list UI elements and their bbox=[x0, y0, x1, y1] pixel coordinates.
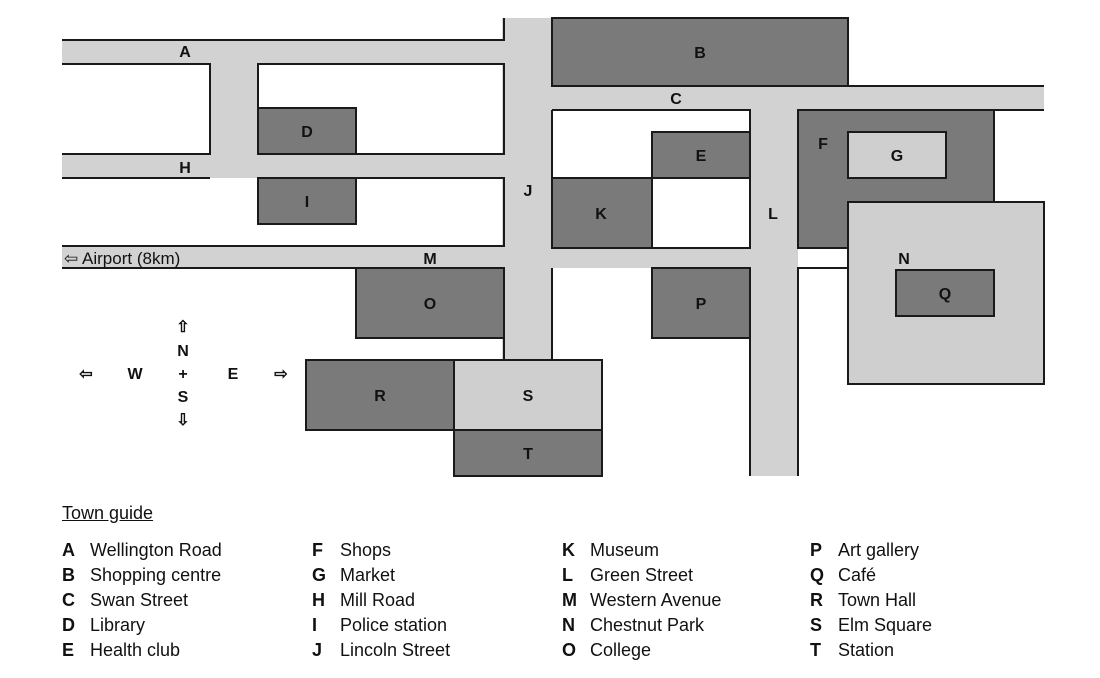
compass: ⇧ N + S ⇩ ⇦ W E ⇨ bbox=[78, 319, 288, 429]
place-i-police-station bbox=[257, 177, 357, 225]
place-label-i: I bbox=[305, 194, 309, 211]
road-label-j: J bbox=[524, 183, 533, 200]
road-label-c: C bbox=[670, 91, 682, 108]
place-r-town-hall bbox=[305, 359, 455, 431]
road-l-green bbox=[750, 110, 798, 476]
place-d-library bbox=[257, 107, 357, 155]
road-c-swan bbox=[552, 86, 1044, 110]
place-label-g: G bbox=[891, 148, 903, 165]
places bbox=[257, 17, 1045, 477]
compass-east: E bbox=[228, 366, 239, 383]
road-label-h: H bbox=[179, 160, 191, 177]
place-label-q: Q bbox=[939, 286, 951, 303]
road-label-m: M bbox=[423, 251, 436, 268]
place-label-t: T bbox=[523, 446, 533, 463]
road-m-western bbox=[62, 246, 504, 268]
place-label-e: E bbox=[696, 148, 707, 165]
south-arrow-icon: ⇩ bbox=[176, 412, 189, 429]
compass-south: S bbox=[178, 389, 189, 406]
place-g-market bbox=[847, 131, 947, 179]
place-label-k: K bbox=[595, 206, 607, 223]
compass-center: + bbox=[178, 366, 187, 383]
road-a-h-connector bbox=[210, 40, 258, 178]
town-guide-title: Town guide bbox=[62, 503, 154, 523]
road-label-n: N bbox=[898, 251, 910, 268]
place-label-o: O bbox=[424, 296, 436, 313]
place-o-college bbox=[355, 267, 505, 339]
road-a-wellington bbox=[62, 40, 504, 64]
place-e-health-club bbox=[651, 131, 751, 179]
east-arrow-icon: ⇨ bbox=[274, 366, 288, 383]
road-label-a: A bbox=[179, 44, 191, 61]
place-p-art-gallery bbox=[651, 267, 751, 339]
place-label-b: B bbox=[694, 45, 706, 62]
place-q-cafe bbox=[895, 269, 995, 317]
road-j-l-connector bbox=[552, 248, 798, 268]
road-label-l: L bbox=[768, 206, 778, 223]
compass-north: N bbox=[177, 343, 189, 360]
airport-direction-label: ⇦ Airport (8km) bbox=[64, 249, 180, 268]
town-map: A C H J L M N B D E F G I K O P Q R S T … bbox=[62, 17, 1045, 477]
compass-west: W bbox=[127, 366, 143, 383]
place-label-r: R bbox=[374, 388, 386, 405]
place-b-shopping-centre bbox=[551, 17, 849, 87]
west-arrow-icon: ⇦ bbox=[78, 366, 92, 383]
north-arrow-icon: ⇧ bbox=[176, 319, 189, 336]
place-s-elm-square bbox=[453, 359, 603, 431]
place-k-museum bbox=[551, 177, 653, 249]
place-label-s: S bbox=[523, 388, 534, 405]
place-t-station bbox=[453, 429, 603, 477]
place-label-f: F bbox=[818, 136, 828, 153]
place-label-p: P bbox=[696, 296, 707, 313]
road-h-mill bbox=[62, 154, 504, 178]
place-label-d: D bbox=[301, 124, 313, 141]
